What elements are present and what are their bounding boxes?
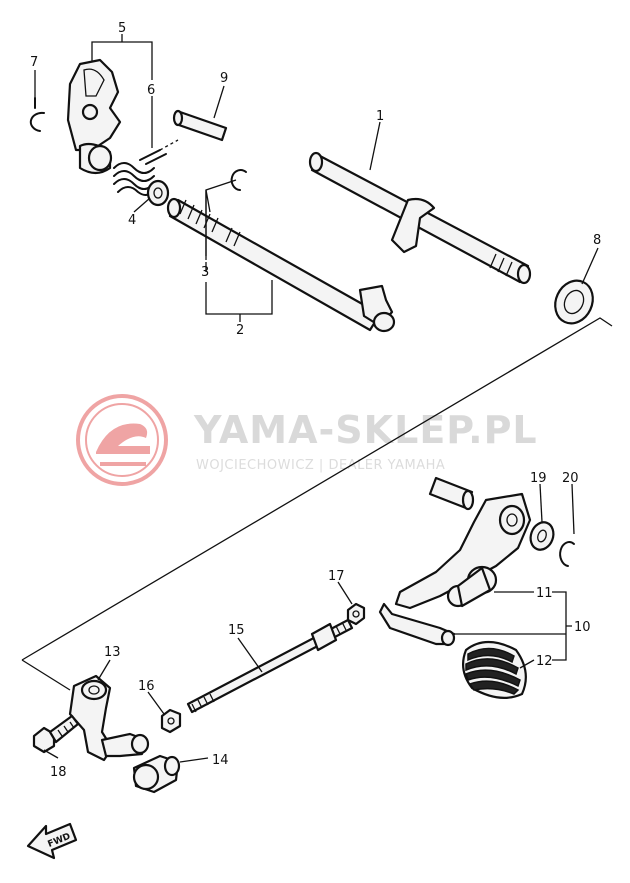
callout-1: 1 bbox=[376, 109, 384, 124]
part-20-circlip bbox=[559, 541, 575, 567]
part-18-bolt bbox=[32, 714, 80, 754]
callout-7: 7 bbox=[30, 55, 38, 70]
callout-10: 10 bbox=[574, 620, 591, 635]
part-4-washer bbox=[146, 179, 170, 207]
callout-20: 20 bbox=[562, 471, 579, 486]
callout-8: 8 bbox=[593, 233, 601, 248]
pedal-pivot-shaft bbox=[428, 476, 475, 511]
part-12-pedal-rubber bbox=[461, 640, 527, 699]
part-16-nut bbox=[160, 708, 182, 734]
assembly-reference-line bbox=[21, 317, 613, 661]
part-1-main-shaft bbox=[308, 151, 532, 285]
callout-11: 11 bbox=[536, 586, 553, 601]
callout-17: 17 bbox=[328, 569, 345, 584]
part-10-shift-pedal bbox=[378, 492, 532, 647]
watermark-subtitle: WOJCIECHOWICZ | DEALER YAMAHA bbox=[196, 458, 445, 473]
part-13-shift-arm bbox=[68, 674, 150, 762]
callout-4: 4 bbox=[128, 213, 136, 228]
callout-14: 14 bbox=[212, 753, 229, 768]
callout-3: 3 bbox=[201, 265, 209, 280]
part-3-circlip bbox=[230, 169, 247, 191]
callout-13: 13 bbox=[104, 645, 121, 660]
arrow-left-icon bbox=[26, 822, 78, 860]
brand-logo-icon bbox=[76, 394, 168, 486]
callout-18: 18 bbox=[50, 765, 67, 780]
part-19-washer bbox=[529, 521, 555, 551]
assembly-reference-line-lower bbox=[21, 659, 71, 691]
part-11-pivot-bolt bbox=[446, 565, 498, 608]
part-9-dowel-pin bbox=[159, 109, 228, 151]
callout-15: 15 bbox=[228, 623, 245, 638]
callout-12: 12 bbox=[536, 654, 553, 669]
callout-9: 9 bbox=[220, 71, 228, 86]
part-8-oil-seal bbox=[554, 279, 594, 325]
callout-2: 2 bbox=[236, 323, 244, 338]
fwd-direction-marker: FWD bbox=[26, 822, 78, 860]
part-6-return-spring bbox=[113, 149, 167, 196]
callout-6: 6 bbox=[147, 83, 155, 98]
part-7-circlip bbox=[29, 97, 45, 132]
callout-leaders bbox=[34, 34, 599, 763]
part-14-rod-end bbox=[132, 754, 181, 794]
part-17-nut bbox=[346, 602, 366, 626]
callout-16: 16 bbox=[138, 679, 155, 694]
callout-19: 19 bbox=[530, 471, 547, 486]
part-2-shift-shaft bbox=[166, 197, 396, 333]
part-15-shift-rod bbox=[186, 618, 354, 714]
watermark: YAMA-SKLEP.PL WOJCIECHOWICZ | DEALER YAM… bbox=[76, 394, 538, 486]
callout-5: 5 bbox=[118, 21, 126, 36]
callout-numbers: 5 6 7 9 4 3 2 1 8 19 20 11 10 12 17 15 1… bbox=[30, 21, 601, 780]
part-5-shift-arm bbox=[66, 58, 122, 175]
watermark-title: YAMA-SKLEP.PL bbox=[193, 408, 538, 452]
